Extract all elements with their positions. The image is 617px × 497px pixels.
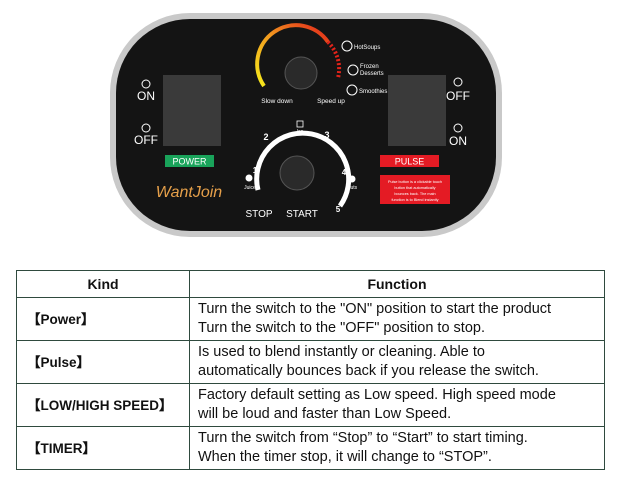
smoothies-mode[interactable]: Smoothies bbox=[346, 84, 387, 96]
off-symbol-icon bbox=[141, 123, 151, 133]
frozen-label: Frozen bbox=[360, 64, 379, 70]
control-panel: Slow down Speed up HotSoups Frozen Desse… bbox=[110, 13, 502, 237]
juice-icon bbox=[245, 174, 253, 182]
pulse-note-line-2: button that automatically bbox=[394, 186, 435, 190]
kind-header: Kind bbox=[16, 270, 190, 298]
kind-cell: 【LOW/HIGH SPEED】 bbox=[16, 383, 190, 427]
pulse-note-line-4: function is to Blend instantly bbox=[391, 198, 438, 202]
table-header-row: Kind Function bbox=[16, 270, 605, 298]
brand-logo: WantJoin bbox=[156, 184, 223, 201]
function-table: Kind Function 【Power】 Turn the switch to… bbox=[16, 270, 605, 470]
speed-dial bbox=[255, 23, 342, 90]
function-line: Turn the switch from “Stop” to “Start” t… bbox=[198, 430, 528, 446]
kind-cell: 【TIMER】 bbox=[16, 426, 190, 470]
timer-number-3: 3 bbox=[324, 130, 329, 140]
pulse-note-line-3: bounces back. The main bbox=[394, 192, 435, 196]
nuts-icon bbox=[348, 175, 356, 183]
function-line: automatically bounces back if you releas… bbox=[198, 363, 539, 379]
timer-dial bbox=[254, 130, 352, 208]
function-line: will be loud and faster than Low Speed. bbox=[198, 406, 452, 422]
function-line: When the timer stop, it will change to “… bbox=[198, 449, 492, 465]
juice-label: Juice bbox=[244, 185, 256, 191]
table-row: 【TIMER】 Turn the switch from “Stop” to “… bbox=[16, 426, 605, 470]
ice-cube-icon bbox=[296, 120, 304, 128]
table-row: 【Pulse】 Is used to blend instantly or cl… bbox=[16, 340, 605, 384]
speed-up-label: Speed up bbox=[317, 98, 345, 105]
hotsoups-mode[interactable]: HotSoups bbox=[341, 40, 380, 52]
power-label: POWER bbox=[172, 157, 207, 167]
ice-label: Ice bbox=[297, 129, 304, 135]
table-row: 【LOW/HIGH SPEED】 Factory default setting… bbox=[16, 383, 605, 427]
speed-knob[interactable] bbox=[284, 56, 318, 90]
frozen-desserts-mode[interactable]: Frozen Desserts bbox=[347, 64, 384, 77]
function-line: Turn the switch to the "ON" position to … bbox=[198, 301, 552, 317]
hotsoups-icon bbox=[341, 40, 353, 52]
timer-number-2: 2 bbox=[263, 132, 268, 142]
off-symbol-icon-right bbox=[453, 77, 463, 87]
desserts-label: Desserts bbox=[360, 71, 384, 77]
pulse-switch[interactable] bbox=[388, 75, 446, 146]
table-row: 【Power】 Turn the switch to the "ON" posi… bbox=[16, 297, 605, 341]
smoothie-icon bbox=[346, 84, 358, 96]
pulse-on-label: ON bbox=[449, 134, 467, 148]
power-on-label: ON bbox=[137, 89, 155, 103]
nuts-label: Nuts bbox=[347, 185, 358, 191]
timer-number-5: 5 bbox=[336, 205, 341, 214]
pulse-note-box bbox=[380, 175, 450, 204]
snowflake-icon bbox=[347, 64, 359, 76]
timer-knob[interactable] bbox=[279, 155, 315, 191]
pulse-badge bbox=[380, 155, 439, 167]
on-symbol-icon-right bbox=[453, 123, 463, 133]
function-header: Function bbox=[189, 270, 605, 298]
pulse-off-label: OFF bbox=[446, 89, 470, 103]
function-line: Factory default setting as Low speed. Hi… bbox=[198, 387, 556, 403]
function-cell: Turn the switch to the "ON" position to … bbox=[189, 297, 605, 341]
on-symbol-icon bbox=[141, 79, 151, 89]
function-cell: Is used to blend instantly or cleaning. … bbox=[189, 340, 605, 384]
function-line: Turn the switch to the "OFF" position to… bbox=[198, 320, 485, 336]
timer-stop-label: STOP bbox=[245, 209, 272, 220]
timer-start-label: START bbox=[286, 209, 318, 220]
pulse-label: PULSE bbox=[395, 157, 425, 167]
hotsoups-label: HotSoups bbox=[354, 45, 380, 51]
power-badge bbox=[165, 155, 214, 167]
power-off-label: OFF bbox=[134, 133, 158, 147]
pulse-note-line-1: Pulse button is a clickable touch bbox=[388, 180, 442, 184]
timer-number-1: 1 bbox=[253, 166, 258, 175]
function-cell: Factory default setting as Low speed. Hi… bbox=[189, 383, 605, 427]
function-cell: Turn the switch from “Stop” to “Start” t… bbox=[189, 426, 605, 470]
timer-number-4: 4 bbox=[342, 168, 347, 177]
function-line: Is used to blend instantly or cleaning. … bbox=[198, 344, 485, 360]
smoothies-label: Smoothies bbox=[359, 89, 387, 95]
kind-cell: 【Pulse】 bbox=[16, 340, 190, 384]
kind-cell: 【Power】 bbox=[16, 297, 190, 341]
power-switch[interactable] bbox=[163, 75, 221, 146]
slow-down-label: Slow down bbox=[261, 98, 293, 105]
